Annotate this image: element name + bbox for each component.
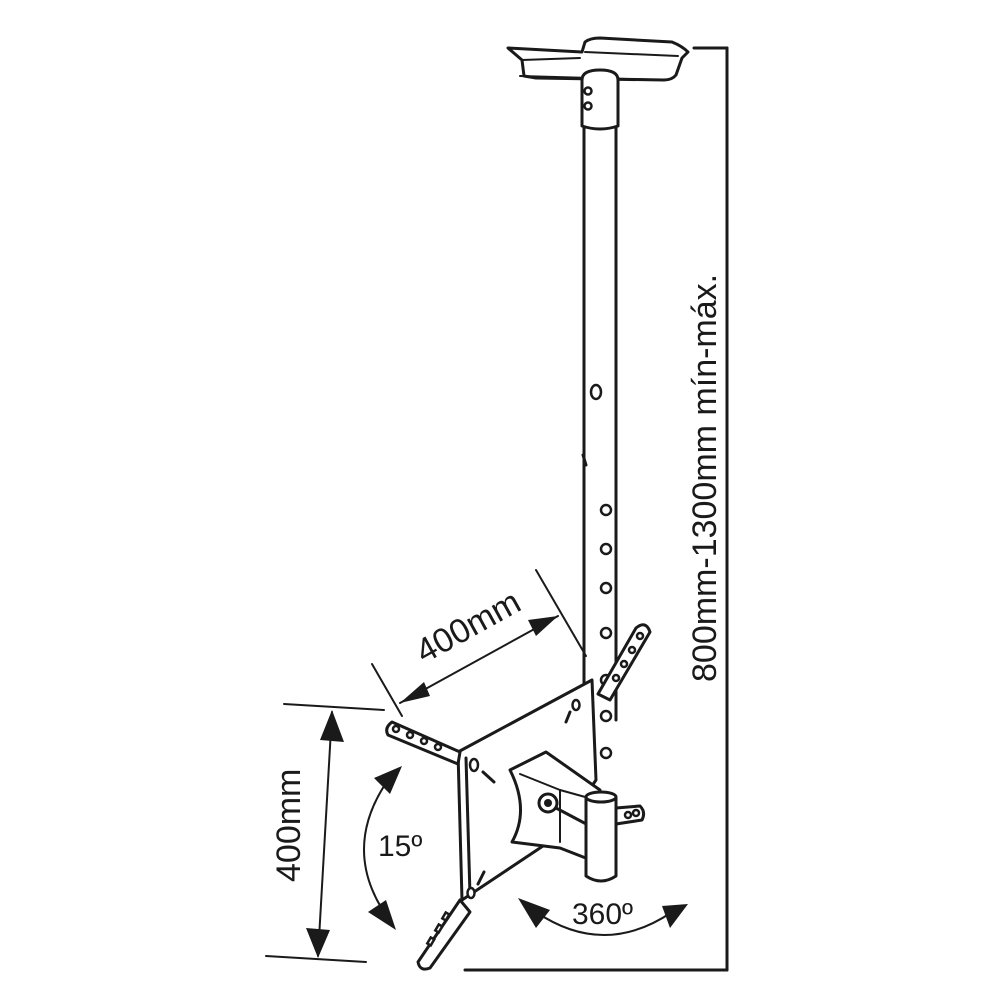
bracket-arm-bottom-right [614,804,646,826]
bracket-arm-bottom-left [416,898,472,971]
swivel-angle-label: 360º [572,898,633,931]
collar-hole [583,86,593,96]
pole-hole [599,542,613,556]
pole-hole [599,626,613,640]
bracket-arm-top-right [596,623,652,702]
pole-collar [580,68,620,131]
height-dimension [463,46,729,972]
tilt-angle-label: 15º [378,830,422,863]
vesa-height-label: 400mm [270,769,308,882]
swivel-cylinder [584,790,618,883]
pole-hole [599,581,613,595]
plate-slot [466,886,476,900]
tilt-arrow [363,766,402,930]
swivel-arrow [518,898,688,936]
ceiling-plate [506,36,690,82]
vesa-width-dimension [371,569,587,717]
plate-slot [468,757,480,773]
pole-hole [599,746,613,760]
vesa-width-label: 400mm [409,583,527,671]
pole-hole [599,503,613,517]
pole [581,126,618,760]
pole-hole [589,383,603,401]
pole-hole [599,709,613,723]
bracket-arm-top-left [385,720,462,766]
vesa-height-dimension [265,703,385,963]
height-range-label: 800mm-1300mm mín-máx. [686,274,724,682]
plate-slot [571,698,581,712]
collar-hole [583,101,593,111]
